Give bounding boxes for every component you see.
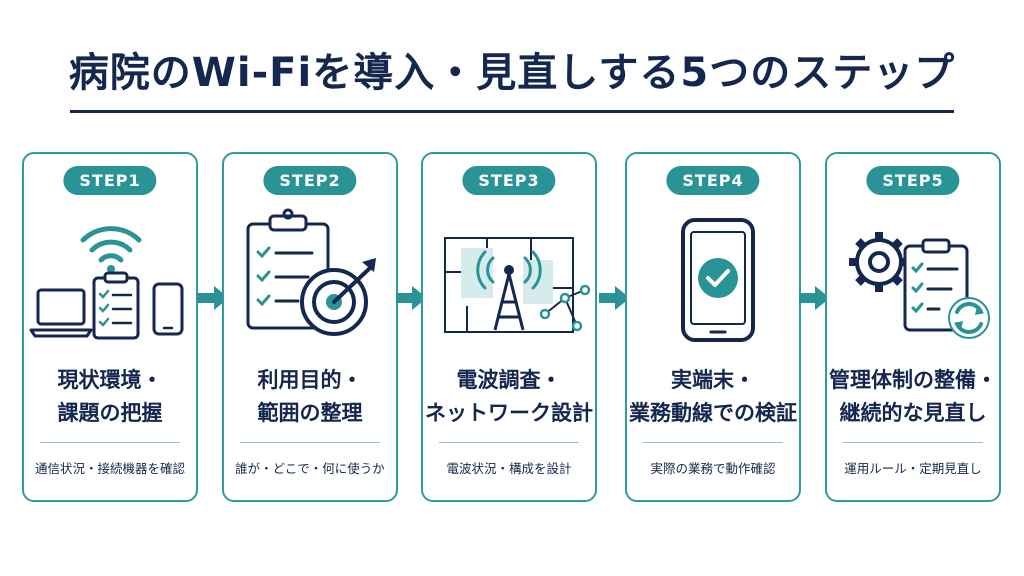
step-heading-line1: 実端末・ xyxy=(671,368,755,392)
step-card-3: STEP3 電波調査・ ネットワーク設計 電波状況・構成を設計 xyxy=(421,152,597,502)
step-badge: STEP5 xyxy=(866,166,960,195)
step-description: 実際の業務で動作確認 xyxy=(650,461,776,476)
checklist-target-icon xyxy=(246,208,376,336)
step-divider xyxy=(240,442,380,443)
arrow-right-icon xyxy=(599,286,630,310)
step-card-5: STEP5 管理体制の整備・ 継続的な見直し 運用ルール・定期見直し xyxy=(825,152,1001,502)
step-heading-line2: 継続的な見直し xyxy=(839,401,987,425)
step-description: 運用ルール・定期見直し xyxy=(844,461,982,476)
step-card-2: STEP2 利用目的・ 範囲の整理 誰が・どこで・何に使うか xyxy=(222,152,398,502)
step-description: 誰が・どこで・何に使うか xyxy=(235,461,385,476)
page-title: 病院のWi-Fiを導入・見直しする5つのステップ xyxy=(68,50,956,96)
step-heading-line1: 利用目的・ xyxy=(257,368,363,392)
step-badge: STEP2 xyxy=(263,166,357,195)
arrow-right-icon xyxy=(396,286,427,310)
floorplan-antenna-network-icon xyxy=(444,237,591,333)
arrow-right-icon xyxy=(198,286,229,310)
step-heading-line1: 電波調査・ xyxy=(456,368,562,392)
step-heading-line1: 現状環境・ xyxy=(57,368,163,392)
step-divider xyxy=(843,442,983,443)
wifi-devices-clipboard-icon xyxy=(29,226,184,340)
step-heading-line2: 業務動線での検証 xyxy=(629,401,797,425)
step-card-1: STEP1 現状環境・ 課題の把握 通信状況・接続機器を確認 xyxy=(22,152,198,502)
step-description: 通信状況・接続機器を確認 xyxy=(34,461,185,476)
step-heading-line2: 課題の把握 xyxy=(57,401,163,425)
arrow-right-icon xyxy=(799,286,830,310)
step-heading: 電波調査・ ネットワーク設計 xyxy=(423,364,595,430)
step-heading-line2: ネットワーク設計 xyxy=(425,401,593,425)
step-heading-line2: 範囲の整理 xyxy=(257,401,363,425)
step-heading-line1: 管理体制の整備・ xyxy=(829,368,997,392)
step-heading: 管理体制の整備・ 継続的な見直し xyxy=(827,364,999,430)
gear-checklist-refresh-icon xyxy=(849,232,990,339)
step-heading: 現状環境・ 課題の把握 xyxy=(24,364,196,430)
step-heading: 実端末・ 業務動線での検証 xyxy=(627,364,799,430)
step-card-4: STEP4 実端末・ 業務動線での検証 実際の業務で動作確認 xyxy=(625,152,801,502)
step-divider xyxy=(40,442,180,443)
step-badge: STEP3 xyxy=(462,166,556,195)
step-divider xyxy=(439,442,579,443)
title-underline xyxy=(70,110,954,113)
step-description: 電波状況・構成を設計 xyxy=(446,461,572,476)
step-badge: STEP1 xyxy=(63,166,157,195)
step-heading: 利用目的・ 範囲の整理 xyxy=(224,364,396,430)
step-badge: STEP4 xyxy=(666,166,760,195)
step-divider xyxy=(643,442,783,443)
smartphone-check-icon xyxy=(681,218,755,342)
